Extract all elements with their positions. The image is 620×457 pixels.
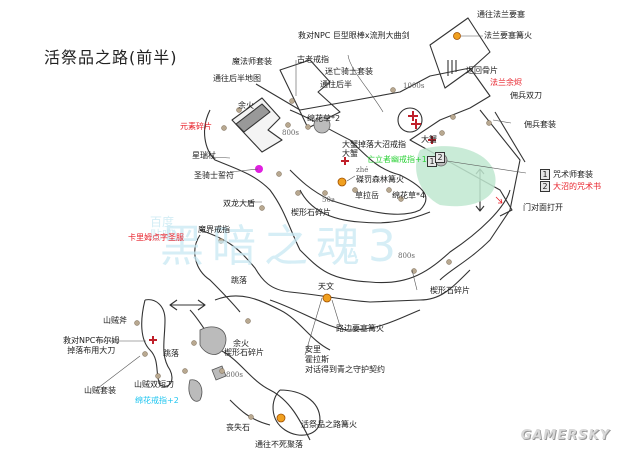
label-sunlight-stone: 丧失石	[226, 423, 250, 432]
label-to-later-half-map: 通往后半地图	[213, 74, 261, 83]
label-crab-drop: 大蟹掉落大沼戒指	[342, 140, 406, 149]
label-cornsilk-x4: 绵花草*4	[392, 191, 426, 200]
label-dist-800-c: 800s	[226, 371, 243, 379]
label-farron-ember: 法兰余烬	[490, 78, 522, 87]
label-twin-spear: 佣兵双刀	[510, 91, 542, 100]
label-twin-dragon-shield: 双龙大盾	[223, 199, 255, 208]
gamersky-logo: GAMERSKY	[520, 428, 610, 443]
label-zhe-pinyin: zhé	[356, 166, 369, 174]
label-road-bonfire: 路边要塞篝火	[336, 324, 384, 333]
label-to-undead-settlement: 通往不死聚落	[255, 440, 303, 449]
label-dist-800-a: 800s	[282, 129, 299, 137]
label-npc-fox: 救对NPC布尔姆 掉落布用大刀	[63, 336, 120, 355]
label-sacrifice-bonfire: 活祭品之路篝火	[301, 420, 357, 429]
label-door-open: 门对面打开	[523, 203, 563, 212]
label-cornsilk-x2: 绵花草*2	[307, 114, 341, 123]
label-crucifixion-bonfire: 磔罚森林篝火	[356, 175, 404, 184]
box-label-2: 2	[435, 152, 448, 163]
label-tianwen: 天文	[318, 282, 334, 291]
label-titanite-shard-4: 楔形石碎片	[430, 286, 470, 295]
label-element-shard: 元素碎片	[180, 122, 212, 131]
label-bandit-axe: 山贼斧	[103, 316, 127, 325]
label-crab-1: 大蟹	[342, 149, 358, 158]
map-title: 活祭品之路(前半)	[44, 48, 178, 67]
label-bandit-knife: 山贼双短刀	[134, 380, 174, 389]
label-caring-ring: 魔界戒指	[198, 225, 230, 234]
label-bandit-set: 山贼套装	[84, 386, 116, 395]
watermark-small: 百度贴吧	[150, 215, 175, 243]
label-titanite-shard-1: 楔形石碎片	[291, 208, 331, 217]
label-holy-knight-sign: 圣骑士誓符	[194, 171, 234, 180]
label-anri: 安里 霍拉斯 对话得到青之守护契约	[305, 345, 385, 374]
label-dist-50: 50a	[322, 196, 336, 204]
label-farron-keep-bonfire: 法兰要塞篝火	[484, 31, 532, 40]
label-to-farron-keep: 通往法兰要塞	[477, 10, 525, 19]
label-herald-staff: 星瑞杖	[192, 151, 216, 160]
label-npc-rescue: 救对NPC 巨型眼棒x流刑大曲剑	[298, 31, 410, 40]
label-dead-knight-set: 迷亡骑士套装	[325, 67, 373, 76]
label-homeward-bone: 返回骨片	[466, 66, 498, 75]
label-sorcerer-set: 魔法师套装	[232, 57, 272, 66]
label-green-ring: 亡立者幽戒指+1	[367, 155, 427, 164]
label-cyan-ring: 绵花戒指+2	[135, 396, 179, 405]
label-to-later-half: 通往后半	[320, 80, 352, 89]
label-dist-800-b: 800s	[398, 252, 415, 260]
label-crab-2: 大蟹	[421, 135, 437, 144]
label-grass: 草拉岳	[355, 191, 379, 200]
label-ancient-ring: 古老戒指	[297, 55, 329, 64]
label-ember-1: 余火	[238, 101, 254, 110]
label-titanite-shard-2: 楔形石碎片	[224, 348, 264, 357]
label-ember-2: 余火	[233, 339, 249, 348]
label-fall: 跳落	[231, 276, 247, 285]
label-fall-2: 跳落	[163, 349, 179, 358]
label-mercenary-set: 佣兵套装	[524, 120, 556, 129]
label-dist-1000: 1000s	[403, 82, 425, 90]
label-karla-note: 卡里姆点字圣服	[128, 233, 184, 242]
watermark: 黑暗之魂3	[160, 221, 404, 272]
